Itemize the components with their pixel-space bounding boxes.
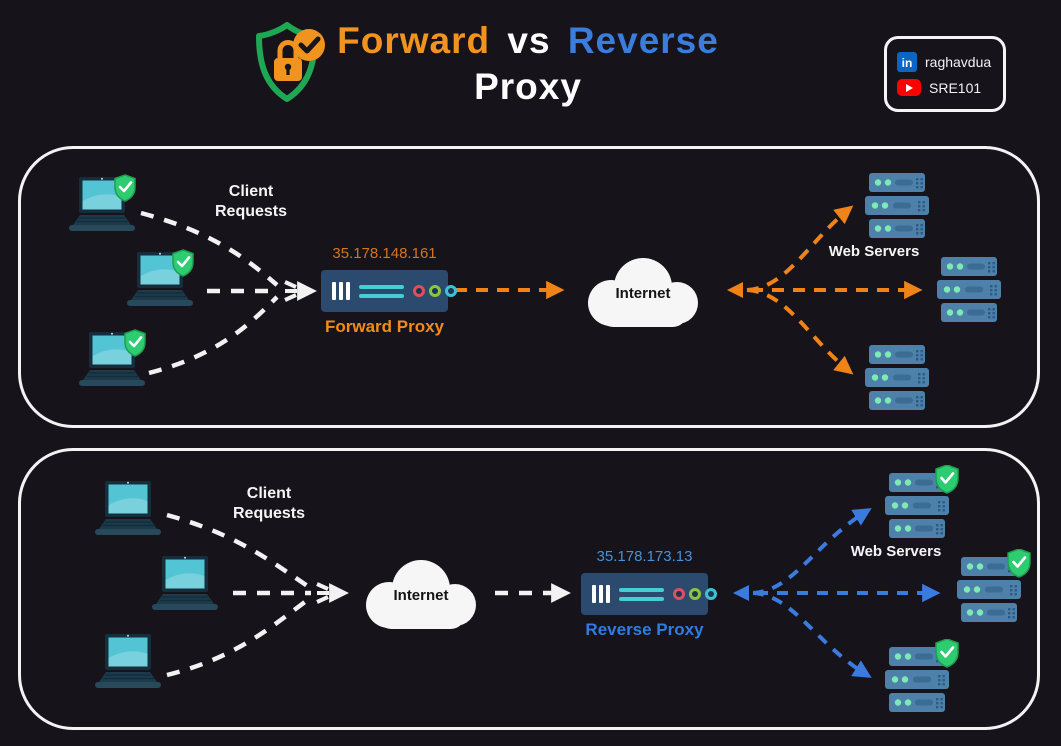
internet-label: Internet xyxy=(615,285,671,302)
web-server-stack-icon xyxy=(957,549,1031,622)
web-servers-label: Web Servers xyxy=(828,243,920,260)
client-laptop-icon xyxy=(152,556,218,610)
linkedin-icon: in xyxy=(897,52,917,72)
shield-check-icon xyxy=(935,465,959,494)
social-badge: in raghavdua SRE101 xyxy=(884,36,1006,112)
reverse-proxy-ip: 35.178.173.13 xyxy=(596,548,693,565)
shield-check-icon xyxy=(935,639,959,668)
internet-label: Internet xyxy=(393,587,449,604)
forward-proxy-panel: Client Requests 35.178.148.161 Forward P… xyxy=(18,146,1040,428)
reverse-proxy-router-icon xyxy=(581,573,717,615)
linkedin-row: in raghavdua xyxy=(897,52,993,72)
youtube-icon xyxy=(897,79,921,96)
title-line-2: Proxy xyxy=(474,66,582,108)
title-reverse: Reverse xyxy=(567,20,719,61)
client-requests-label: Client Requests xyxy=(232,485,306,522)
internet-cloud-icon: Internet xyxy=(573,251,713,340)
client-laptop-icon xyxy=(79,329,146,386)
page-title: Forward vs Reverse Proxy xyxy=(318,18,738,111)
shield-check-icon xyxy=(114,174,136,202)
client-laptop-icon xyxy=(127,249,194,306)
web-server-stack-icon xyxy=(865,345,929,410)
web-server-stack-icon xyxy=(885,465,959,538)
forward-proxy-ip: 35.178.148.161 xyxy=(332,245,437,262)
reverse-proxy-label: Reverse Proxy xyxy=(585,620,704,639)
internet-cloud-icon: Internet xyxy=(351,553,491,642)
web-server-stack-icon xyxy=(937,257,1001,322)
web-servers-label: Web Servers xyxy=(850,543,942,560)
client-laptop-icon xyxy=(69,174,136,231)
client-laptop-icon xyxy=(95,634,161,688)
youtube-handle: SRE101 xyxy=(929,79,982,96)
shield-lock-logo-icon xyxy=(256,22,325,102)
reverse-proxy-panel: Client Requests Internet 35.178.173.13 R… xyxy=(18,448,1040,730)
youtube-row: SRE101 xyxy=(897,79,993,96)
title-line-1: Forward vs Reverse xyxy=(318,18,738,64)
client-laptop-icon xyxy=(95,481,161,535)
shield-check-icon xyxy=(1007,549,1031,578)
shield-check-icon xyxy=(172,249,194,277)
linkedin-handle: raghavdua xyxy=(925,54,992,70)
client-requests-label: Client Requests xyxy=(214,183,288,220)
forward-proxy-label: Forward Proxy xyxy=(324,317,445,336)
web-server-stack-icon xyxy=(885,639,959,712)
forward-proxy-router-icon xyxy=(321,270,457,312)
web-server-stack-icon xyxy=(865,173,929,238)
title-forward: Forward xyxy=(337,20,491,61)
title-vs: vs xyxy=(507,20,551,61)
shield-check-icon xyxy=(124,329,146,357)
